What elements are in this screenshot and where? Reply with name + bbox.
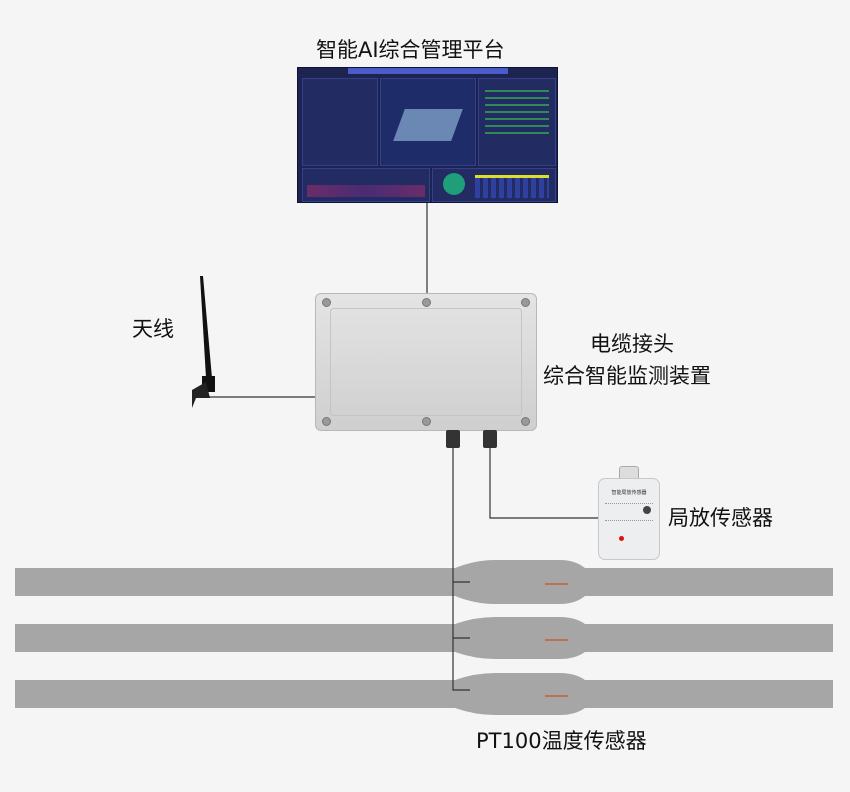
pt100-label: PT100温度传感器: [476, 729, 647, 753]
screw-icon: [322, 417, 331, 426]
screen-right-panel: [478, 78, 556, 166]
screw-icon: [521, 417, 530, 426]
screen-line-chart: [302, 168, 430, 202]
screen-left-panel: [302, 78, 378, 166]
screen-bar-chart: [432, 168, 556, 202]
pd-sensor-label: 局放传感器: [668, 506, 773, 530]
sensor-panel-text: 智能局放传感器: [611, 490, 647, 496]
indicator-led-icon: [619, 536, 624, 541]
monitoring-device: [315, 293, 537, 431]
cables: [15, 560, 833, 715]
antenna-label: 天线: [132, 317, 174, 341]
pd-sensor: 智能局放传感器: [598, 478, 660, 560]
management-platform-screen: [297, 67, 558, 203]
antenna-icon: [192, 276, 215, 408]
screw-icon: [422, 417, 431, 426]
device-label-line2: 综合智能监测装置: [543, 364, 711, 388]
platform-label: 智能AI综合管理平台: [316, 38, 505, 62]
screen-center-map: [380, 78, 476, 166]
device-label-line1: 电缆接头: [590, 332, 674, 356]
cable-gland-icon: [446, 430, 460, 448]
screen-header-bar: [348, 68, 508, 74]
cable-gland-icon: [483, 430, 497, 448]
screw-icon: [422, 298, 431, 307]
screw-icon: [322, 298, 331, 307]
screw-icon: [521, 298, 530, 307]
